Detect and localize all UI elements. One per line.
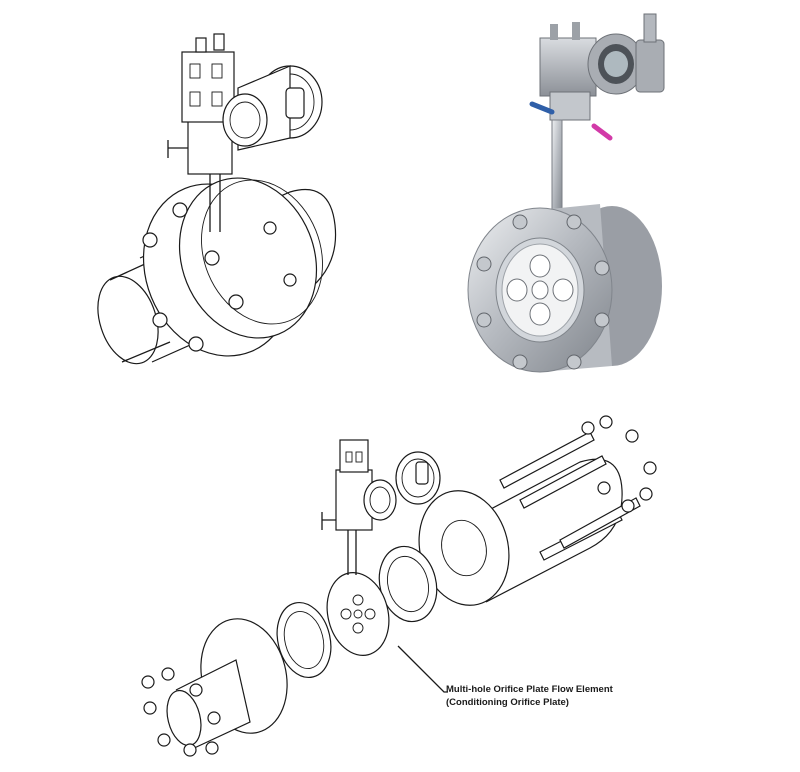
- exploded-orifice-holes: [340, 594, 376, 634]
- exploded-drawing: [141, 415, 657, 757]
- product-photo: [467, 13, 665, 373]
- flange-bolts: [142, 202, 297, 352]
- callout-label: Multi-hole Orifice Plate Flow Element (C…: [446, 683, 613, 709]
- photo-bolts: [476, 214, 610, 370]
- assembled-drawing: [97, 33, 337, 365]
- callout-line-2: (Conditioning Orifice Plate): [446, 697, 569, 708]
- orifice-holes: [506, 254, 574, 326]
- long-studs: [499, 431, 641, 561]
- callout-line-1: Multi-hole Orifice Plate Flow Element: [446, 684, 613, 695]
- callout-leader: [397, 645, 448, 693]
- loose-nuts: [141, 415, 657, 757]
